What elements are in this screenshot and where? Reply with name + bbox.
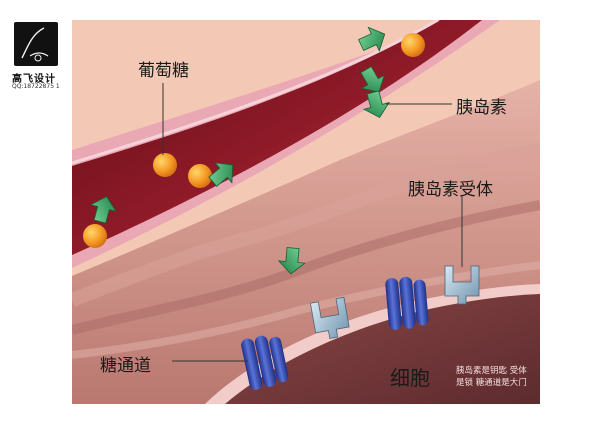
caption-line-2: 是锁 糖通道是大门 xyxy=(456,378,527,388)
insulin-molecule xyxy=(360,66,385,93)
glucose-molecule xyxy=(83,224,107,248)
insulin-molecule xyxy=(277,247,306,275)
tissue-ridge-2 xyxy=(72,200,540,335)
glucose-channel xyxy=(241,335,289,390)
glucose-molecule xyxy=(188,164,212,188)
logo-qq: QQ:18722875 1 xyxy=(12,83,60,90)
tissue-ridge-3 xyxy=(72,261,540,359)
glucose-channel xyxy=(385,276,429,330)
insulin-molecule xyxy=(358,26,386,53)
label-cell: 细胞 xyxy=(390,366,430,390)
illustration xyxy=(72,20,540,404)
vessel-highlight xyxy=(72,20,439,165)
label-insulin: 胰岛素 xyxy=(456,98,507,118)
glucose-molecule xyxy=(401,33,425,57)
tissue-ridge-1 xyxy=(72,143,540,307)
insulin-receptor xyxy=(444,265,480,305)
label-glucose-channel: 糖通道 xyxy=(100,356,151,376)
caption-line-1: 胰岛素是钥匙 受体 xyxy=(456,366,527,376)
insulin-molecule xyxy=(362,90,390,119)
glucose-molecule xyxy=(153,153,177,177)
label-glucose: 葡萄糖 xyxy=(138,61,189,81)
logo-mark xyxy=(14,22,58,66)
logo-title: 高飞设计 xyxy=(12,74,56,85)
insulin-molecule xyxy=(208,162,234,187)
cell-body xyxy=(225,294,540,404)
insulin-receptor xyxy=(309,296,350,339)
insulin-molecule xyxy=(89,195,117,224)
label-insulin-receptor: 胰岛素受体 xyxy=(408,180,493,200)
